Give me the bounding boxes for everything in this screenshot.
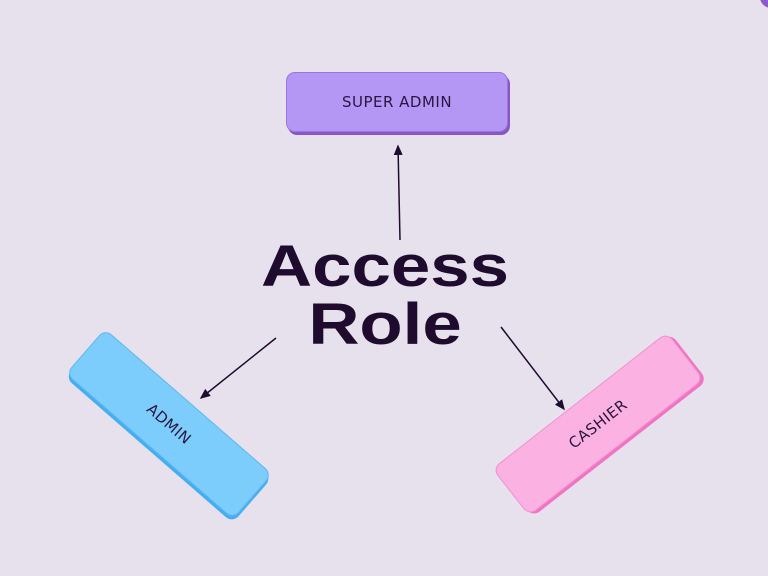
role-super-admin[interactable]: SUPER ADMIN bbox=[286, 72, 508, 132]
title-line-1: Access bbox=[261, 234, 509, 299]
role-label: SUPER ADMIN bbox=[341, 93, 453, 111]
diagram-title: Access Role bbox=[141, 238, 629, 354]
role-label: ADMIN bbox=[143, 399, 195, 449]
arrow-to-cashier bbox=[500, 326, 565, 411]
title-line-2: Role bbox=[308, 292, 462, 357]
corner-decoration bbox=[760, 0, 768, 8]
arrow-to-admin bbox=[199, 337, 277, 399]
arrow-to-super-admin bbox=[393, 144, 403, 241]
role-label: CASHIER bbox=[565, 395, 631, 453]
